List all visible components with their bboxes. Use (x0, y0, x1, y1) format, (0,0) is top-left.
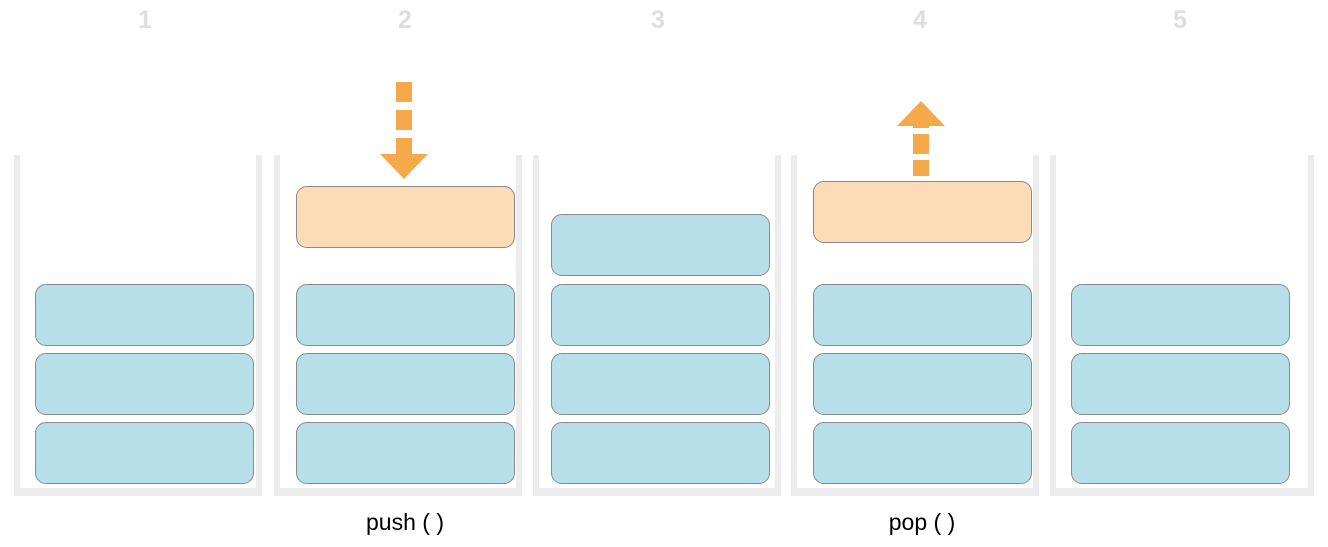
stack-frame-1 (14, 155, 262, 496)
stack-frame-3 (533, 155, 781, 496)
arrow-down-dashed-icon (380, 82, 428, 179)
stack-frame-2 (274, 155, 522, 496)
stack-cell (35, 353, 254, 415)
stack-cell (1071, 353, 1290, 415)
stack-cell (813, 353, 1032, 415)
step-number-3: 3 (651, 6, 665, 34)
operation-label-push: push ( ) (366, 509, 444, 535)
stack-cell (551, 353, 770, 415)
stack-cell-outgoing (813, 181, 1032, 243)
stack-cell (1071, 422, 1290, 484)
step-number-1: 1 (138, 6, 152, 34)
stack-cell (35, 422, 254, 484)
stack-cell (551, 284, 770, 346)
stack-cell (551, 422, 770, 484)
stack-cell (551, 214, 770, 276)
stack-cell (1071, 284, 1290, 346)
operation-label-pop: pop ( ) (888, 509, 956, 535)
stack-frame-4 (791, 155, 1039, 496)
stack-cell (296, 284, 515, 346)
stack-cell (296, 353, 515, 415)
stack-cell-incoming (296, 186, 515, 248)
step-number-5: 5 (1173, 6, 1187, 34)
step-number-2: 2 (398, 6, 412, 34)
step-number-4: 4 (913, 6, 927, 34)
stack-cell (296, 422, 515, 484)
arrow-up-dashed-icon (897, 101, 945, 176)
stack-cell (813, 422, 1032, 484)
stack-cell (35, 284, 254, 346)
stack-cell (813, 284, 1032, 346)
stack-frame-5 (1050, 155, 1314, 496)
